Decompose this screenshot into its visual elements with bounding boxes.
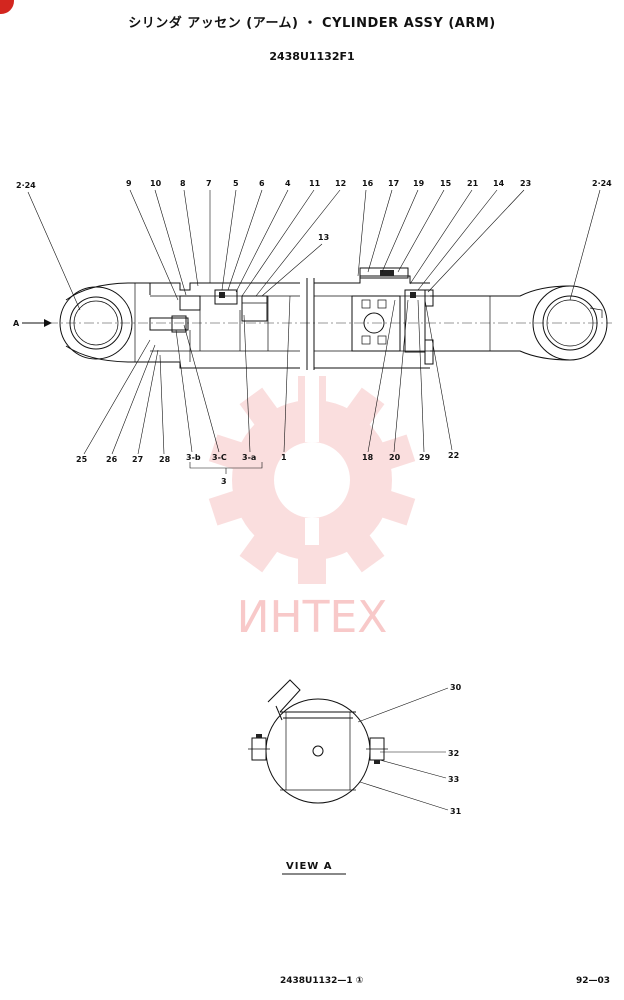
callout-label: 3-a bbox=[242, 453, 256, 462]
callout-label: 9 bbox=[126, 179, 132, 188]
callout-label: 20 bbox=[389, 453, 401, 462]
page-title: シリンダ アッセン (アーム) ・ CYLINDER ASSY (ARM) bbox=[128, 16, 496, 31]
watermark-gear-icon bbox=[208, 350, 416, 584]
gear-tooth bbox=[372, 487, 416, 526]
gear-tooth bbox=[298, 376, 326, 412]
callout-label: 21 bbox=[467, 179, 479, 188]
callout-label: 18 bbox=[362, 453, 374, 462]
callout-label: 3-b bbox=[186, 453, 201, 462]
callout-label: 15 bbox=[440, 179, 452, 188]
callout-label: 32 bbox=[448, 749, 459, 758]
callout-label: 16 bbox=[362, 179, 374, 188]
gear-tooth bbox=[298, 548, 326, 584]
callout-label: 14 bbox=[493, 179, 505, 188]
footer-reference: 2438U1132—1 ① bbox=[280, 976, 364, 986]
group-bracket bbox=[189, 462, 263, 474]
view-a-label: VIEW A bbox=[286, 861, 333, 872]
view-a-end-view bbox=[248, 679, 388, 804]
callout-label: 2·24 bbox=[16, 181, 36, 190]
callout-label: 6 bbox=[259, 179, 265, 188]
callouts-bottom: 25 26 27 28 3-b 3-C 3-a 1 18 20 29 22 3 bbox=[76, 451, 459, 486]
page-number: 92—03 bbox=[576, 976, 611, 986]
callout-label: 25 bbox=[76, 455, 88, 464]
gear-tooth bbox=[239, 387, 284, 434]
callout-label: 22 bbox=[448, 451, 459, 460]
group-label: 3 bbox=[221, 477, 227, 486]
drawing-number: 2438U1132F1 bbox=[269, 50, 355, 63]
callout-label: 7 bbox=[206, 179, 212, 188]
callout-label: 17 bbox=[388, 179, 399, 188]
gear-tooth bbox=[340, 526, 385, 573]
gear-tooth bbox=[239, 526, 284, 573]
callout-label: 11 bbox=[309, 179, 321, 188]
gear-tooth bbox=[208, 434, 252, 473]
callout-label: 1 bbox=[281, 453, 287, 462]
arrow-label: A bbox=[13, 319, 20, 328]
callout-label: 28 bbox=[159, 455, 171, 464]
callout-label: 8 bbox=[180, 179, 186, 188]
callout-label: 27 bbox=[132, 455, 143, 464]
gear-tooth bbox=[372, 434, 416, 473]
gear-tooth bbox=[340, 387, 385, 434]
callout-label: 29 bbox=[419, 453, 431, 462]
callout-label: 26 bbox=[106, 455, 118, 464]
callout-label: 4 bbox=[285, 179, 291, 188]
view-a-arrow: A bbox=[13, 319, 52, 328]
callouts-top: 2·24 9 10 8 7 5 6 4 11 12 13 16 17 19 15… bbox=[16, 179, 612, 242]
leader-lines-top bbox=[27, 189, 601, 311]
callout-label: 3-C bbox=[212, 453, 227, 462]
callout-label: 13 bbox=[318, 233, 329, 242]
callout-label: 23 bbox=[520, 179, 531, 188]
callout-label: 31 bbox=[450, 807, 462, 816]
leader-lines-bottom bbox=[83, 295, 453, 455]
callout-label: 30 bbox=[450, 683, 462, 692]
callout-label: 5 bbox=[233, 179, 239, 188]
callout-label: 12 bbox=[335, 179, 346, 188]
view-a-callouts: 30 32 33 31 bbox=[357, 683, 462, 816]
callout-label: 10 bbox=[150, 179, 162, 188]
callout-label: 19 bbox=[413, 179, 425, 188]
watermark-text: ИНТЕХ bbox=[237, 592, 388, 643]
callout-label: 33 bbox=[448, 775, 459, 784]
cylinder-side-view bbox=[30, 267, 612, 370]
gear-tooth bbox=[208, 487, 252, 526]
callout-label: 2·24 bbox=[592, 179, 612, 188]
